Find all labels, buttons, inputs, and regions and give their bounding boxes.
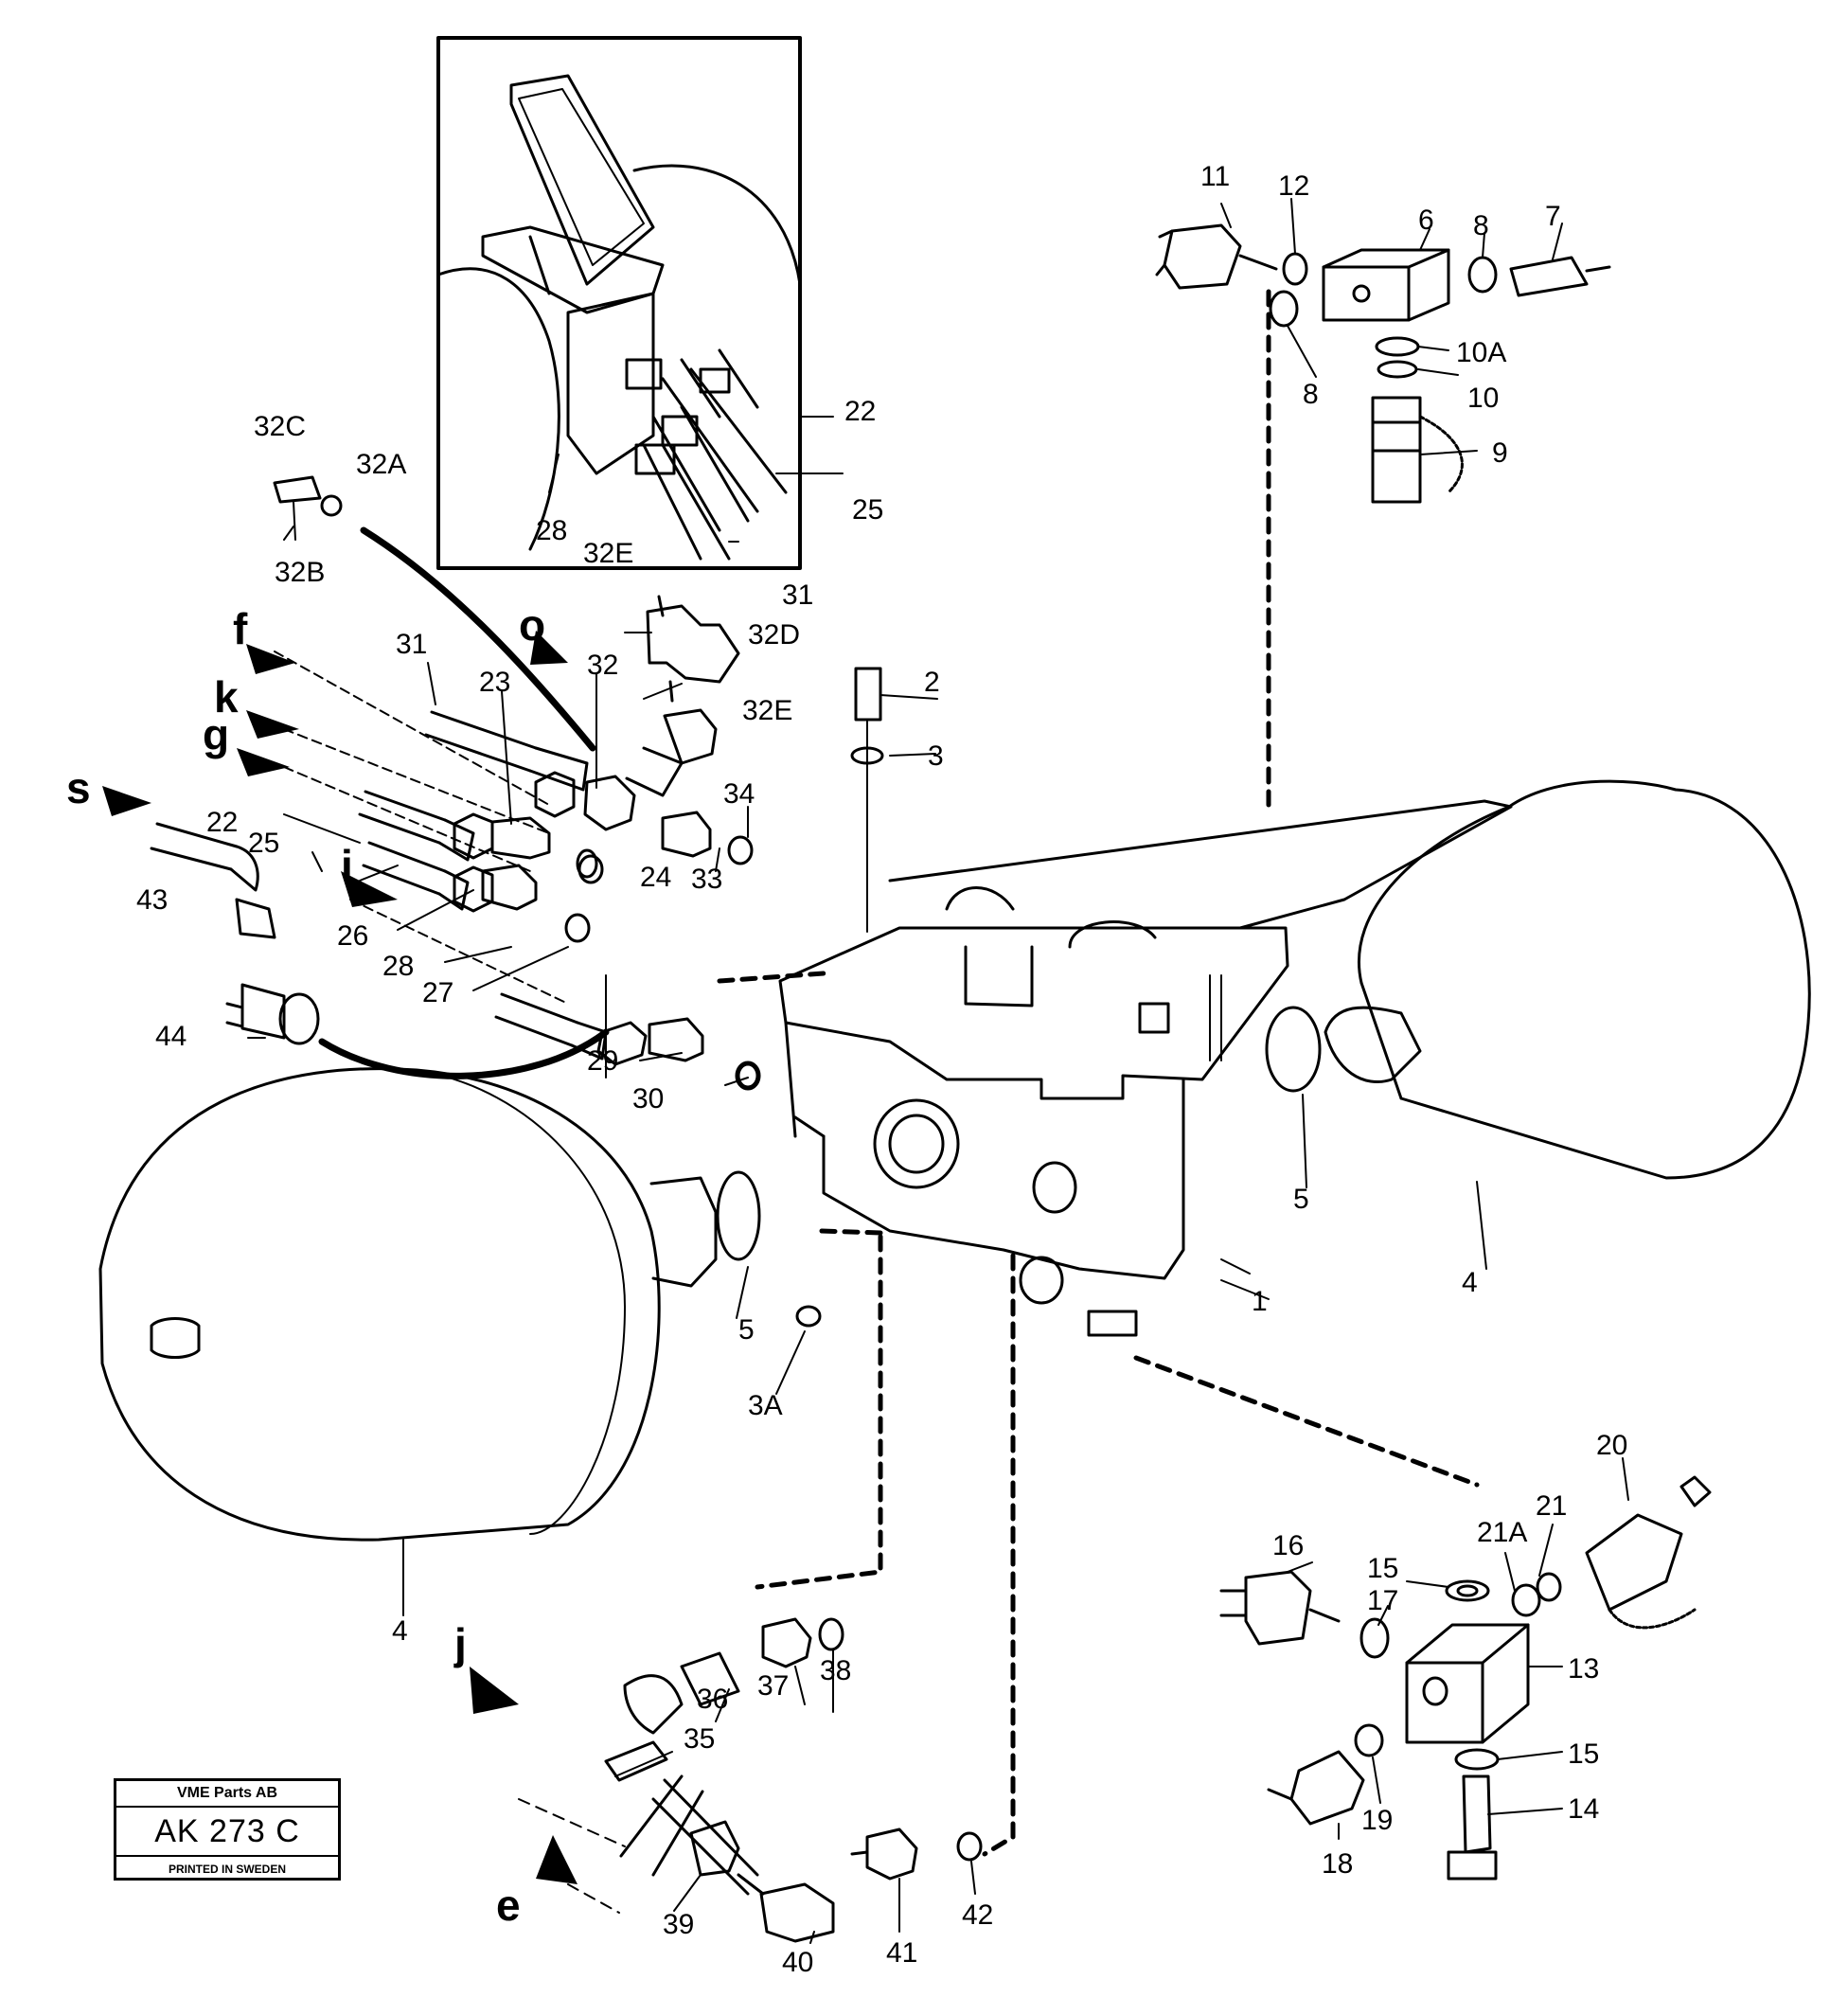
part-label: 6 (1418, 205, 1434, 236)
part-label: 32 (587, 650, 618, 681)
left-air-tank (98, 1067, 761, 1616)
part-labels: 11 12 6 8 7 8 10A 10 9 22 25 31 28 32E 3… (136, 161, 1627, 1978)
part-label: 37 (757, 1670, 789, 1702)
part-label: 28 (382, 951, 414, 982)
line-label-i: i (341, 841, 353, 890)
part-label: 39 (663, 1909, 694, 1940)
part-label: 26 (337, 920, 368, 952)
part-label: 17 (1367, 1585, 1398, 1616)
part-label: 13 (1568, 1653, 1599, 1685)
part-label: 18 (1322, 1848, 1353, 1880)
line-letter-labels: f k g s i o j e (66, 600, 545, 1930)
line-label-j: j (453, 1619, 467, 1668)
part-label: 19 (1361, 1805, 1393, 1836)
dashed-lines (717, 289, 1480, 1857)
part-label: 22 (844, 396, 876, 427)
part-label: 21 (1536, 1490, 1567, 1522)
part-label: 4 (1462, 1267, 1478, 1298)
part-label: 3A (748, 1390, 783, 1421)
part-label: 29 (587, 1045, 618, 1077)
part-label: 25 (248, 828, 279, 859)
part-label: 8 (1473, 210, 1489, 241)
line-arrows (102, 631, 578, 1884)
stamp-company: VME Parts AB (116, 1781, 338, 1808)
part-label: 32E (742, 695, 792, 726)
part-label: 41 (886, 1937, 917, 1969)
part-label: 33 (691, 864, 722, 895)
part-label: 35 (684, 1723, 715, 1755)
part-label: 38 (820, 1655, 851, 1686)
inset-pedal-detail (436, 36, 844, 570)
part-label: 34 (723, 778, 755, 810)
lower-sensor-block-assembly (1219, 1457, 1712, 1881)
part-label: 20 (1596, 1430, 1627, 1461)
part-label: 44 (155, 1021, 187, 1052)
part-label: 42 (962, 1899, 993, 1931)
part-label: 12 (1278, 170, 1309, 202)
part-label: 8 (1303, 379, 1319, 410)
part-label: 9 (1492, 437, 1508, 469)
part-label: 4 (392, 1615, 408, 1647)
bottom-hose-group (518, 1617, 983, 1944)
valve-leaders (605, 974, 1307, 1395)
part-label: 14 (1568, 1793, 1599, 1825)
left-hose-group (150, 454, 938, 1091)
part-label: 25 (852, 494, 883, 526)
stamp-printed: PRINTED IN SWEDEN (168, 1863, 286, 1876)
drawing-stamp: VME Parts AB AK 273 C PRINTED IN SWEDEN (114, 1778, 341, 1881)
part-label: 1 (1252, 1286, 1268, 1317)
part-label: 11 (1200, 161, 1230, 192)
line-label-f: f (233, 604, 248, 653)
part-label: 2 (924, 667, 940, 698)
right-air-tank (1265, 779, 1811, 1270)
part-label: 3 (928, 740, 944, 772)
line-label-s: s (66, 763, 91, 812)
part-label: 5 (1293, 1184, 1309, 1215)
part-label: 32D (748, 619, 800, 651)
part-label: 31 (782, 579, 813, 611)
part-label: 40 (782, 1947, 813, 1978)
part-label: 28 (536, 515, 567, 546)
part-label: 23 (479, 667, 510, 698)
part-label: 15 (1367, 1553, 1398, 1584)
line-label-g: g (203, 710, 229, 759)
part-label: 36 (697, 1684, 728, 1715)
line-label-o: o (519, 600, 545, 650)
part-label: 31 (396, 629, 427, 660)
part-label: 32E (583, 538, 633, 569)
part-label: 30 (632, 1083, 664, 1114)
part-label: 32A (356, 449, 406, 480)
part-label: 32B (275, 557, 325, 588)
part-label: 32C (254, 411, 306, 442)
part-label: 21A (1477, 1517, 1527, 1548)
part-label: 10A (1456, 337, 1506, 368)
part-label: 27 (422, 977, 453, 1008)
part-label: 5 (738, 1314, 755, 1346)
part-label: 43 (136, 884, 168, 916)
part-label: 16 (1272, 1530, 1304, 1561)
stamp-code: AK 273 C (116, 1808, 338, 1857)
part-label: 15 (1568, 1738, 1599, 1770)
line-label-e: e (496, 1881, 521, 1930)
part-label: 7 (1545, 201, 1561, 232)
part-label: 10 (1467, 383, 1499, 414)
upper-sensor-block-assembly (1155, 198, 1611, 504)
brake-valve-body (778, 667, 1513, 1337)
part-label: 24 (640, 862, 671, 893)
line-label-k: k (214, 672, 239, 722)
part-label: 22 (206, 807, 238, 838)
